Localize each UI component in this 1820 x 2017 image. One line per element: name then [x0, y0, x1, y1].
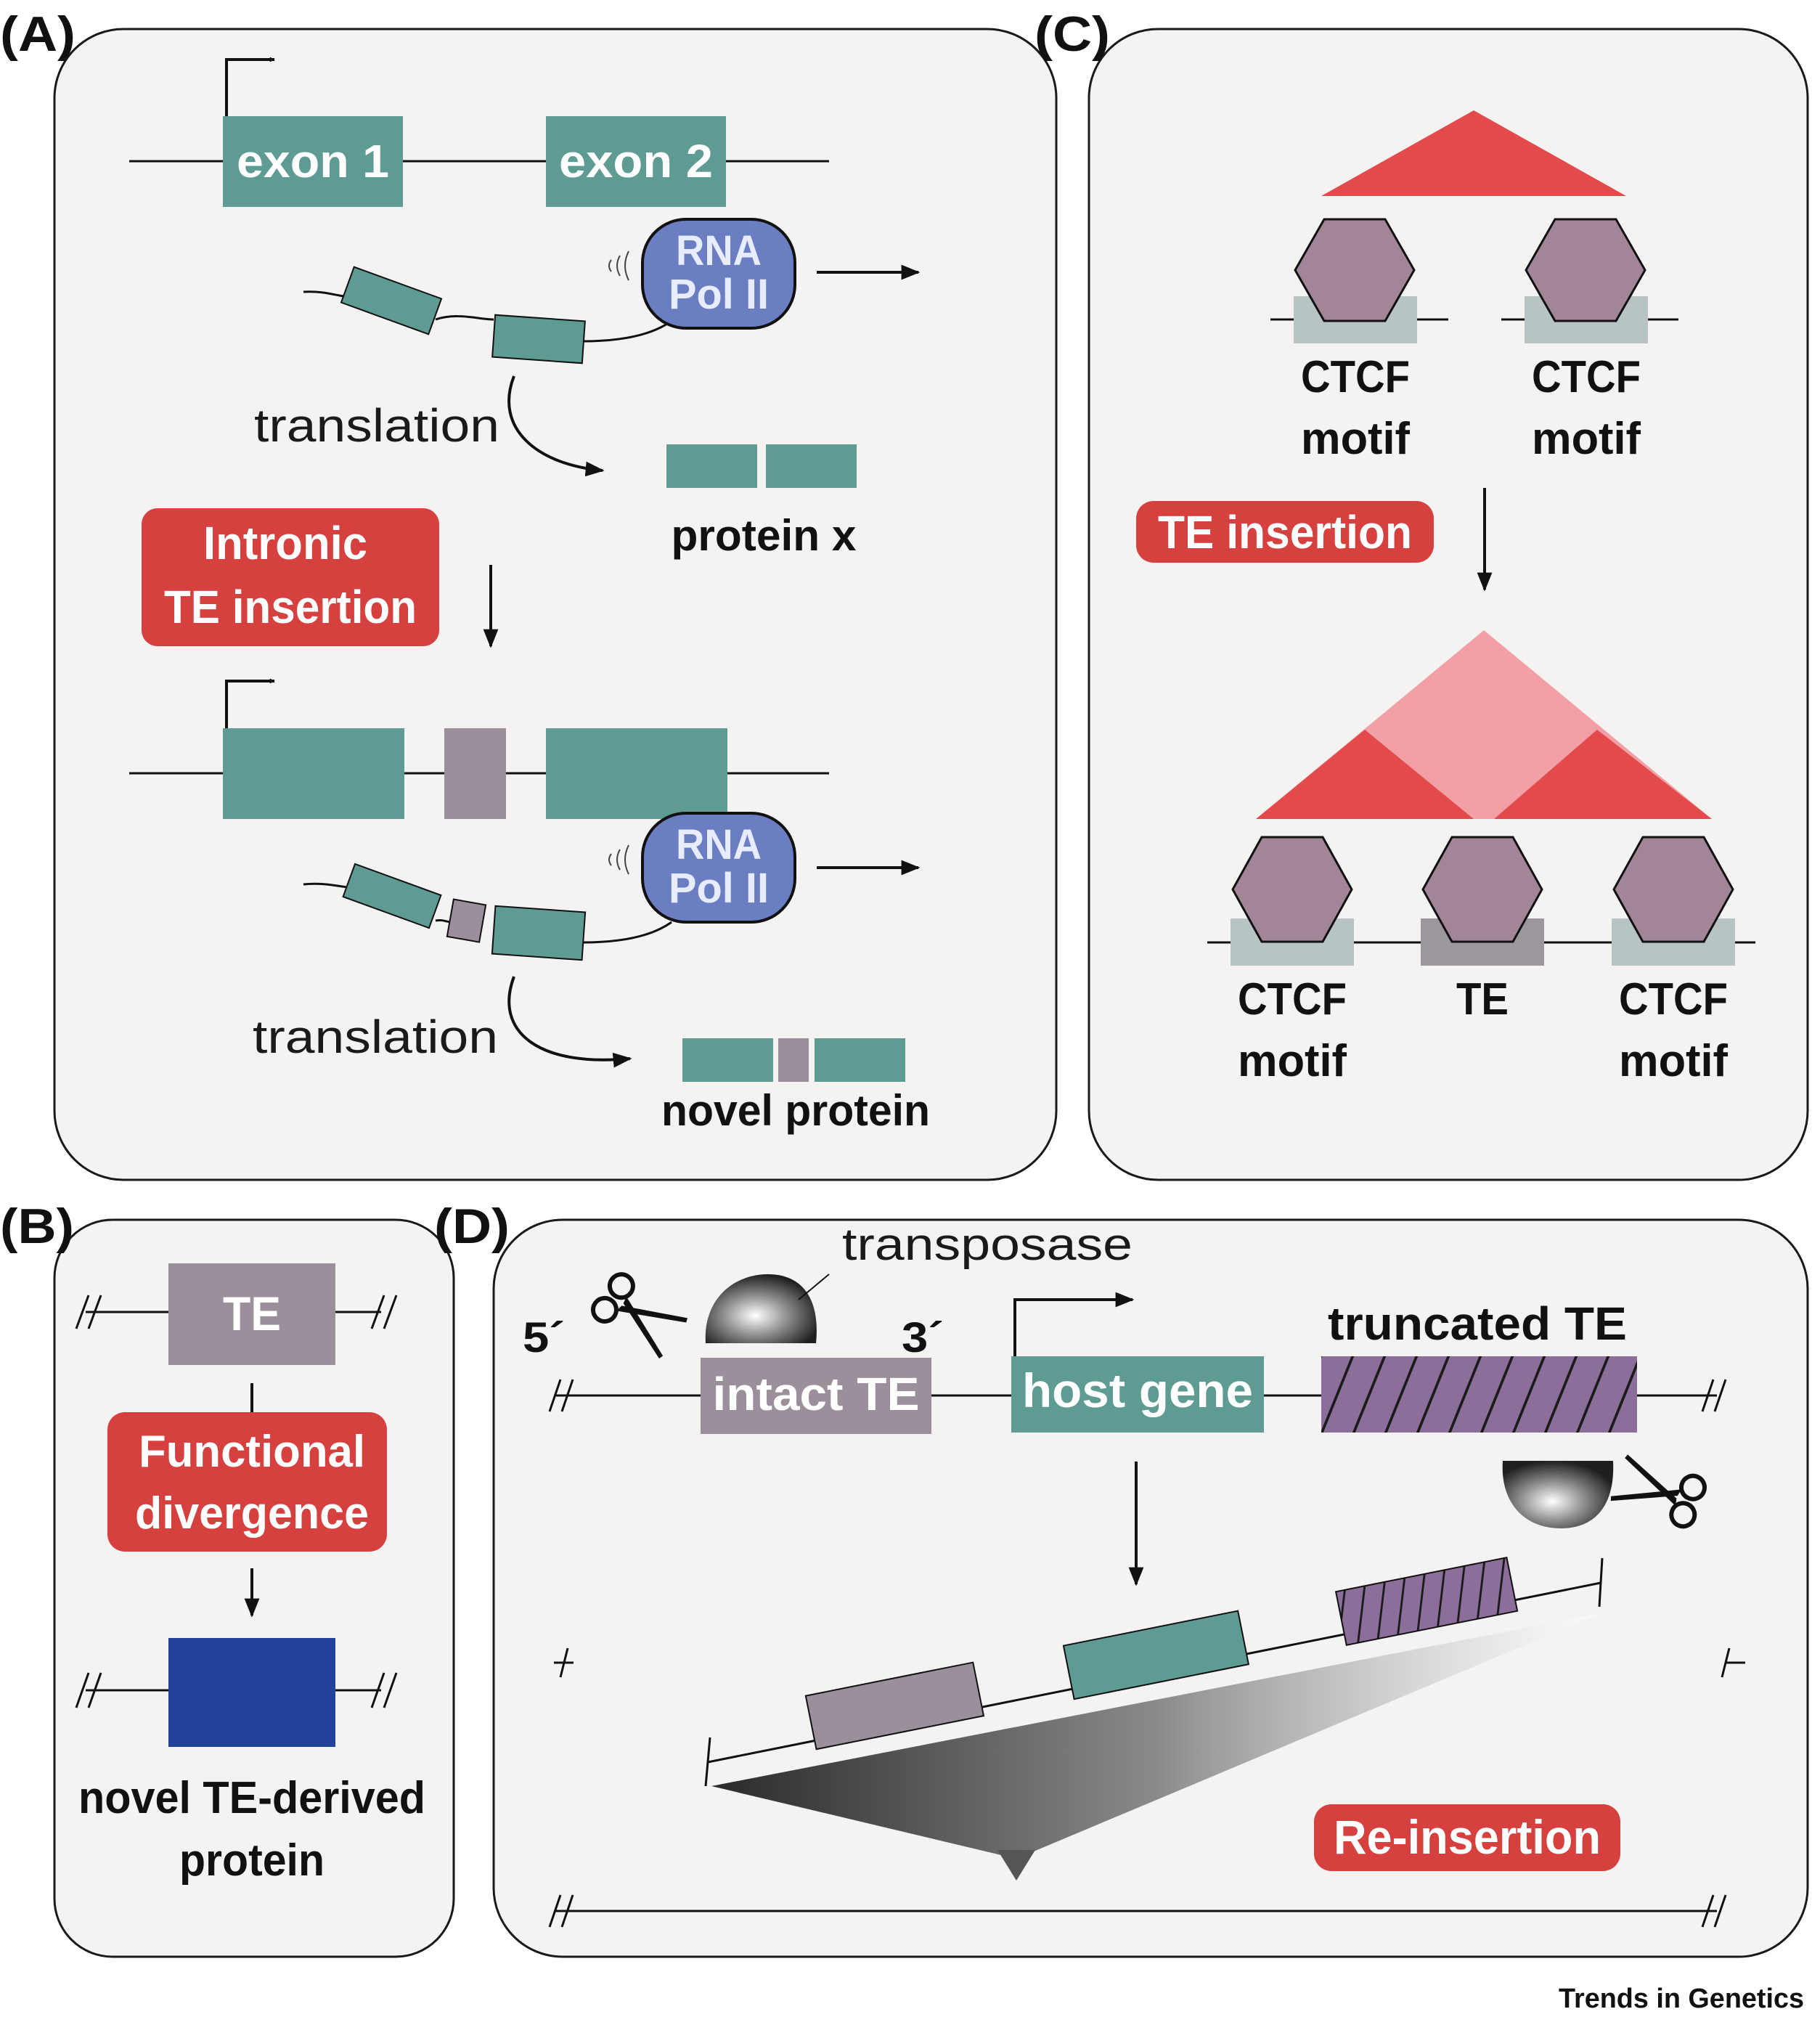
exon-2 — [546, 116, 726, 207]
ctcf-protein-bottom-1 — [1231, 836, 1353, 943]
intronic-te-insertion-line1: Intronic — [203, 517, 367, 569]
promoter-arrow-icon-2 — [225, 678, 275, 728]
exon-1 — [223, 116, 403, 207]
scissors-icon-2 — [1610, 1454, 1707, 1529]
motif-label-bottom-1: motif — [1238, 1036, 1347, 1086]
motif-label-top-1: motif — [1301, 414, 1410, 464]
intact-te-block — [701, 1358, 931, 1434]
novel-te-protein-line2: protein — [179, 1835, 325, 1886]
mrna-exon-1 — [340, 266, 443, 335]
excised-te-block — [804, 1661, 985, 1751]
mrna2-exon-2 — [491, 905, 587, 961]
promoter-arrow-icon-3 — [1013, 1292, 1135, 1356]
exon-1-label: exon 1 — [237, 135, 389, 187]
translation-label-1: translation — [254, 399, 499, 452]
exon-2-after — [546, 728, 727, 819]
novel-protein-te — [778, 1038, 809, 1082]
ctcf-label-top-2: CTCF — [1532, 352, 1641, 402]
panel-c: CTCF motif CTCF motif TE insertion CTCF … — [1136, 110, 1755, 1086]
reinsertion-arrow — [997, 1850, 1035, 1881]
rna-pol-ii-2-line2: Pol II — [669, 865, 769, 912]
panel-a-frame — [53, 28, 1058, 1181]
panel-a: exon 1 exon 2 RNA Pol II translation pro… — [129, 57, 930, 1135]
genome-break-icon — [75, 1295, 398, 1329]
te-label: TE — [223, 1287, 281, 1340]
mrna2-te — [446, 898, 487, 943]
novel-protein-block-1 — [682, 1038, 773, 1082]
mrna2-exon-1 — [342, 863, 442, 929]
scissors-icon — [590, 1272, 688, 1359]
ctcf-protein-bottom-2 — [1612, 836, 1734, 943]
panel-label-c: (C) — [1035, 7, 1110, 62]
panel-b-frame — [53, 1218, 455, 1958]
te-insertion-label: TE insertion — [1158, 506, 1412, 558]
protein-x-label: protein x — [672, 511, 857, 560]
transposase-icon-2 — [1502, 1461, 1614, 1528]
panel-b: TE Functional divergence novel TE-derive… — [75, 1263, 425, 1886]
transposase-label: transposase — [842, 1220, 1133, 1270]
genome-break-icon-2 — [75, 1672, 398, 1708]
panel-label-b: (B) — [0, 1199, 74, 1254]
novel-protein-block-2 — [815, 1038, 905, 1082]
novel-protein-block — [168, 1638, 335, 1747]
genome-break-icon-4 — [554, 1647, 1745, 1678]
reinsertion-label: Re-insertion — [1334, 1810, 1601, 1864]
tad-top — [1321, 110, 1626, 196]
journal-credit: Trends in Genetics — [1559, 1984, 1804, 2014]
novel-protein-label: novel protein — [661, 1086, 930, 1135]
ctcf-label-top-1: CTCF — [1301, 352, 1410, 402]
excised-host-gene-block — [1062, 1610, 1250, 1700]
host-gene-label: host gene — [1022, 1364, 1253, 1417]
genome-break-icon-3 — [548, 1379, 1727, 1412]
functional-divergence-line1: Functional — [139, 1427, 365, 1477]
motif-label-top-2: motif — [1532, 414, 1641, 464]
protein-x-block-1 — [666, 444, 757, 488]
transposase-icon — [705, 1274, 817, 1343]
functional-divergence-line2: divergence — [135, 1488, 369, 1539]
intronic-te-insertion-badge — [142, 508, 439, 646]
te-insertion-badge — [1136, 501, 1434, 563]
rna-pol-ii-2-line1: RNA — [676, 821, 762, 868]
promoter-arrow-icon — [225, 57, 275, 116]
exon-2-label: exon 2 — [559, 135, 713, 187]
panel-d: 5´ 3´ intact TE host gene truncated TE t… — [523, 1220, 1745, 1928]
rna-pol-ii-1-line1: RNA — [676, 227, 762, 274]
exon-1-after — [223, 728, 404, 819]
ctcf-label-bottom-2: CTCF — [1619, 974, 1728, 1024]
ctcf-label-bottom-1: CTCF — [1238, 974, 1347, 1024]
three-prime-label: 3´ — [902, 1314, 944, 1361]
panel-label-d: (D) — [434, 1199, 510, 1254]
translation-label-2: translation — [253, 1011, 498, 1063]
five-prime-label: 5´ — [523, 1314, 565, 1361]
truncated-te-label: truncated TE — [1328, 1297, 1627, 1350]
panel-label-a: (A) — [0, 7, 76, 62]
reinsertion-badge — [1314, 1804, 1620, 1871]
tad-right — [1494, 730, 1712, 819]
functional-divergence-badge — [107, 1412, 387, 1552]
reinsertion-cone — [711, 1613, 1601, 1859]
mrna-exon-2 — [491, 314, 586, 364]
host-gene-block — [1011, 1356, 1264, 1433]
intact-te-label: intact TE — [713, 1368, 920, 1420]
truncated-te-block — [1321, 1356, 1637, 1433]
ctcf-protein-top-1 — [1294, 218, 1416, 322]
rna-pol-ii-1: RNA Pol II — [608, 218, 796, 330]
novel-te-protein-line1: novel TE-derived — [78, 1773, 425, 1823]
te-block — [168, 1263, 335, 1365]
motif-label-bottom-2: motif — [1619, 1036, 1728, 1086]
intronic-te-insertion-line2: TE insertion — [164, 581, 417, 633]
excised-truncated-te-block — [1334, 1557, 1519, 1646]
ctcf-protein-bottom-te — [1421, 836, 1543, 943]
intronic-te-block — [444, 728, 506, 819]
protein-x-block-2 — [766, 444, 857, 488]
rna-pol-ii-2: RNA Pol II — [608, 812, 796, 924]
ctcf-protein-top-2 — [1525, 218, 1646, 322]
tad-left — [1256, 730, 1474, 819]
genome-break-icon-5 — [548, 1894, 1727, 1928]
rna-pol-ii-1-line2: Pol II — [669, 271, 769, 318]
te-label-bottom: TE — [1456, 974, 1509, 1024]
